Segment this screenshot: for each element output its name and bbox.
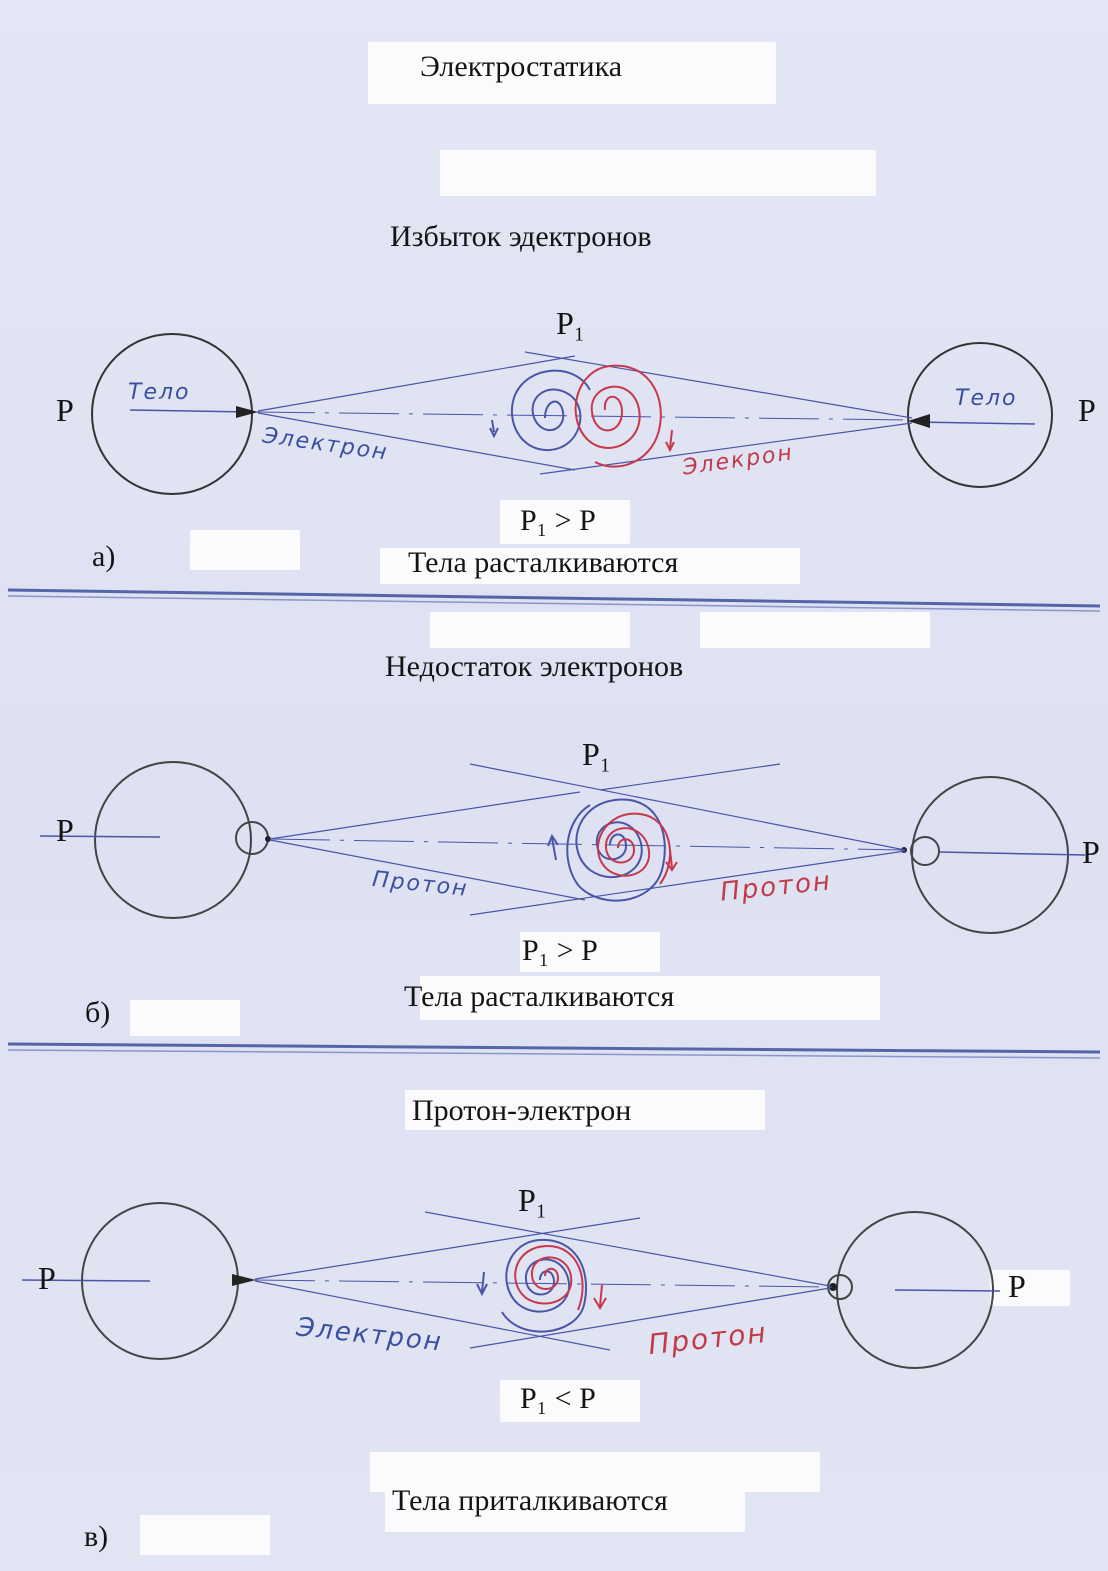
section-b-formula: P₁ > P <box>522 934 598 967</box>
section-a-right-p: P <box>1078 392 1096 428</box>
red-vortex <box>574 364 675 468</box>
white-patch <box>500 1380 640 1422</box>
white-patch <box>440 150 876 196</box>
section-b-letter: б) <box>85 996 111 1029</box>
section-c-letter: в) <box>84 1520 109 1553</box>
white-patch <box>385 1490 745 1532</box>
section-a-conclusion: Тела расталкиваются <box>408 546 679 579</box>
section-a-left-body-label: Тело <box>128 380 191 405</box>
white-patch <box>130 1000 240 1036</box>
section-b-p1-label: P₁ <box>582 736 611 772</box>
section-divider <box>7 1042 1101 1059</box>
left-body-circle <box>94 761 252 919</box>
white-patch <box>990 1270 1070 1306</box>
section-b-drawing <box>39 761 1086 934</box>
white-patch <box>420 976 880 1020</box>
white-patch <box>380 548 800 584</box>
blue-vortex <box>547 798 666 902</box>
right-body-circle <box>911 776 1069 934</box>
white-patch <box>430 612 630 648</box>
left-body-circle <box>91 333 253 495</box>
electron-marker <box>236 406 258 418</box>
section-b-left-p: P <box>56 812 74 848</box>
document-title: Электростатика <box>420 50 623 83</box>
section-a-left-p: P <box>56 392 74 428</box>
proton-marker <box>235 821 269 855</box>
white-patch <box>370 1452 820 1492</box>
electron-marker <box>908 414 930 428</box>
section-b-right-p: P <box>1082 834 1100 870</box>
red-vortex <box>514 1244 607 1311</box>
section-a-p1-label: P₁ <box>556 305 585 341</box>
section-c-p1-label: P₁ <box>518 1182 547 1218</box>
red-vortex <box>596 812 678 885</box>
section-c-formula: P₁ < P <box>520 1382 596 1415</box>
section-a-drawing <box>91 333 1053 495</box>
white-patch <box>500 500 630 544</box>
white-patch <box>520 932 660 972</box>
section-a-letter: а) <box>92 540 116 573</box>
section-c-right-p: P <box>1008 1268 1026 1304</box>
white-patch <box>405 1090 765 1130</box>
section-c-conclusion: Тела приталкиваются <box>392 1484 668 1517</box>
section-c-heading: Протон-электрон <box>412 1094 632 1127</box>
section-b-conclusion: Тела расталкиваются <box>404 980 675 1013</box>
electron-marker <box>232 1274 256 1286</box>
section-a-right-body-label: Тело <box>955 386 1018 411</box>
white-patch <box>700 612 930 648</box>
section-a-formula: P₁ > P <box>520 504 596 537</box>
white-patch <box>190 530 300 570</box>
section-b-heading: Недостаток электронов <box>385 650 684 683</box>
section-divider <box>7 588 1101 612</box>
blue-vortex <box>489 369 591 452</box>
white-patch <box>140 1515 270 1555</box>
right-body-circle <box>907 342 1053 488</box>
section-c-drawing <box>21 1202 1001 1369</box>
blue-vortex <box>476 1238 588 1333</box>
right-body-circle <box>836 1211 994 1369</box>
proton-marker <box>910 836 940 866</box>
section-a-heading: Избыток эдектронов <box>390 220 652 253</box>
proton-marker <box>827 1274 853 1300</box>
section-c-left-p: P <box>38 1260 56 1296</box>
white-patch <box>368 42 776 104</box>
